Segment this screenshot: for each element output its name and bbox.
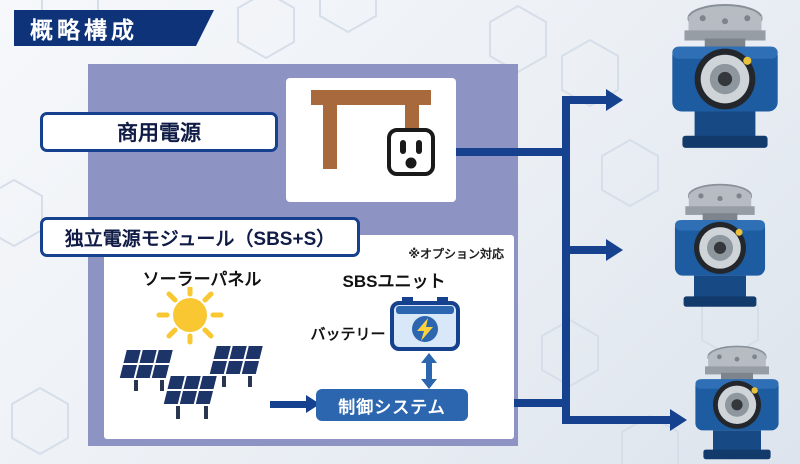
- module-label: 独立電源モジュール（SBS+S）: [40, 217, 360, 257]
- battery-icon: [390, 297, 460, 351]
- outlet-icon: [387, 128, 435, 176]
- option-note: ※オプション対応: [408, 247, 504, 261]
- line-power-bus: [562, 96, 570, 424]
- arrow-right-icon-bottom: [670, 409, 687, 431]
- arrow-right-icon-top: [606, 89, 623, 111]
- commercial-power-box: [286, 78, 456, 202]
- commercial-power-label: 商用電源: [40, 112, 278, 152]
- battery-label: バッテリー: [310, 326, 386, 343]
- house-icon: [311, 90, 435, 176]
- arrow-right-icon-middle: [606, 239, 623, 261]
- sbs-unit-label: SBSユニット: [342, 272, 446, 291]
- line-commercial-feed: [430, 148, 566, 156]
- lightning-icon: [417, 318, 433, 341]
- sbs-module-box: ※オプション対応 ソーラーパネル SBSユニット バッテリー: [104, 235, 514, 439]
- commercial-power-text: 商用電源: [117, 122, 201, 145]
- line-control-feed: [466, 399, 570, 407]
- actuator-image-middle: [673, 183, 767, 308]
- line-branch-bottom: [562, 416, 672, 424]
- actuator-image-top: [671, 3, 779, 149]
- control-system-text: 制御システム: [338, 397, 446, 417]
- control-system-box: 制御システム: [316, 389, 468, 421]
- line-branch-top: [562, 96, 608, 104]
- actuator-image-bottom: [694, 345, 780, 461]
- double-arrow-icon: [421, 353, 437, 389]
- solar-panels-icon: [117, 287, 266, 419]
- sun-icon: [156, 287, 224, 345]
- title-banner: 概略構成: [14, 10, 214, 46]
- page-title: 概略構成: [30, 17, 138, 43]
- line-branch-middle: [562, 246, 608, 254]
- solar-to-control-line: [270, 401, 308, 408]
- solar-panel-label: ソーラーパネル: [142, 270, 262, 289]
- module-label-text: 独立電源モジュール（SBS+S）: [64, 228, 336, 250]
